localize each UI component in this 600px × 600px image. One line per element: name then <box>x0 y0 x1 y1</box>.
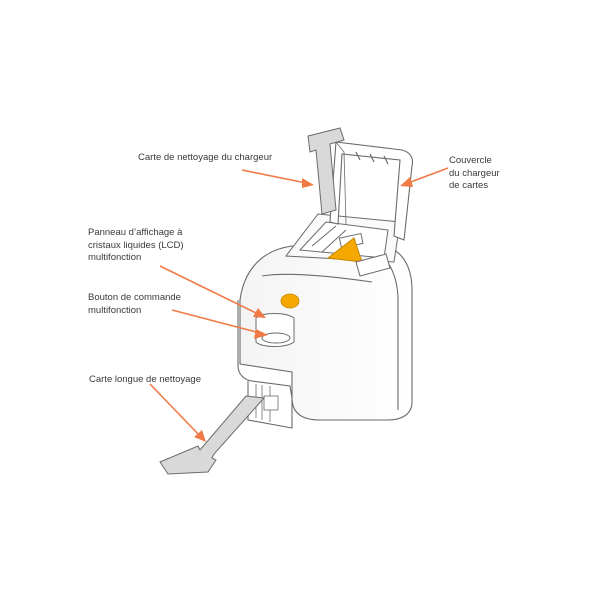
label-cleaning-card-feeder: Carte de nettoyage du chargeur <box>138 152 272 165</box>
label-line: de cartes <box>449 180 489 191</box>
label-line: multifonction <box>88 252 142 263</box>
feeder-cleaning-card <box>307 127 345 215</box>
feeder-card-handle <box>326 237 363 263</box>
feeder-cover[interactable] <box>329 141 414 241</box>
label-line: Couvercle <box>449 155 492 166</box>
label-line: Panneau d’affichage à <box>88 227 183 238</box>
label-long-cleaning-card: Carte longue de nettoyage <box>89 374 201 387</box>
printer-housing <box>239 243 413 421</box>
label-line: du chargeur <box>449 167 500 179</box>
arrow-long-cleaning-card <box>149 383 201 437</box>
arrow-control-button <box>171 309 261 334</box>
control-button[interactable] <box>261 332 291 344</box>
label-line: multifonction <box>88 304 142 316</box>
label-control-button: Bouton de commande multifonction <box>88 292 181 317</box>
label-line: Bouton de commande <box>88 292 181 303</box>
label-feeder-cover: Couvercle du chargeur de cartes <box>449 155 500 193</box>
label-lcd-panel: Panneau d’affichage à cristaux liquides … <box>88 227 184 265</box>
printer-body <box>237 243 413 429</box>
arrow-lcd-panel <box>159 265 259 315</box>
indicator-light <box>280 293 300 309</box>
callout-arrows <box>149 167 449 442</box>
arrow-cleaning-card-feeder <box>241 169 307 184</box>
label-line: cristaux liquides (LCD) <box>88 239 184 251</box>
long-cleaning-card <box>159 395 266 475</box>
arrow-feeder-cover <box>407 167 449 184</box>
label-line: Carte longue de nettoyage <box>89 374 201 385</box>
label-line: Carte de nettoyage du chargeur <box>138 152 273 163</box>
